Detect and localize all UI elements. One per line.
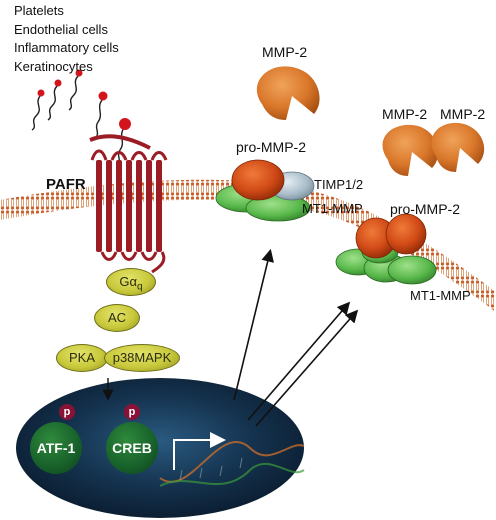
mmp2-enzyme bbox=[256, 66, 320, 120]
cell-type-item: Inflammatory cells bbox=[14, 40, 119, 55]
pro-mmp2-protein bbox=[385, 213, 427, 255]
transcription-arrow bbox=[173, 432, 226, 470]
p38mapk-node: p38MAPK bbox=[104, 344, 180, 372]
nucleus bbox=[16, 378, 305, 518]
g-alpha-subscript: q bbox=[137, 281, 143, 293]
mmp2-label-right-1: MMP-2 bbox=[382, 106, 428, 122]
cell-type-list: Platelets Endothelial cells Inflammatory… bbox=[14, 2, 119, 76]
ac-label: AC bbox=[107, 310, 127, 325]
pafr-receptor bbox=[89, 134, 168, 274]
pka-label: PKA bbox=[68, 350, 95, 365]
mmp-complex-left bbox=[215, 159, 315, 222]
atf1-node: ATF-1 bbox=[30, 422, 82, 474]
pro-mmp2-protein bbox=[231, 159, 285, 201]
p38mapk-label: p38MAPK bbox=[112, 350, 172, 365]
phospho-badge: p bbox=[124, 404, 140, 420]
g-alpha-label: Gα bbox=[119, 274, 138, 289]
pafr-label: PAFR bbox=[46, 176, 86, 193]
paf-ligand bbox=[47, 79, 62, 121]
arrow-to-right-complex-2 bbox=[255, 309, 359, 427]
mmp-complex-right bbox=[335, 213, 437, 285]
cell-type-item: Keratinocytes bbox=[14, 58, 93, 74]
creb-label: CREB bbox=[112, 440, 152, 456]
mmp2-enzyme bbox=[431, 122, 485, 172]
paf-ligand bbox=[68, 69, 83, 111]
mmp2-label-top: MMP-2 bbox=[262, 44, 308, 60]
cell-type-item: Platelets bbox=[14, 3, 64, 18]
arrow-to-left-complex bbox=[233, 248, 274, 401]
mmp2-enzyme bbox=[382, 124, 439, 176]
phospho-badge: p bbox=[59, 404, 75, 420]
creb-node: CREB bbox=[106, 422, 158, 474]
pka-node: PKA bbox=[56, 344, 108, 372]
timp-label: TIMP1/2 bbox=[314, 177, 364, 192]
mmp2-label-right-2: MMP-2 bbox=[440, 106, 486, 122]
paf-ligands bbox=[31, 69, 131, 167]
paf-ligand bbox=[95, 91, 108, 139]
ac-node: AC bbox=[94, 304, 140, 332]
paf-ligand bbox=[31, 89, 45, 131]
g-alpha-q-node: Gαq bbox=[106, 268, 156, 296]
mt1-mmp-label-left: MT1-MMP bbox=[302, 201, 363, 216]
atf1-label: ATF-1 bbox=[36, 440, 76, 456]
mt1-mmp-protein bbox=[387, 255, 437, 285]
pro-mmp2-label-right: pro-MMP-2 bbox=[390, 201, 461, 217]
mt1-mmp-label-right: MT1-MMP bbox=[410, 288, 471, 303]
pro-mmp2-label-left: pro-MMP-2 bbox=[236, 139, 307, 155]
arrow-to-right-complex-1 bbox=[247, 301, 351, 421]
cell-type-item: Endothelial cells bbox=[14, 21, 108, 37]
